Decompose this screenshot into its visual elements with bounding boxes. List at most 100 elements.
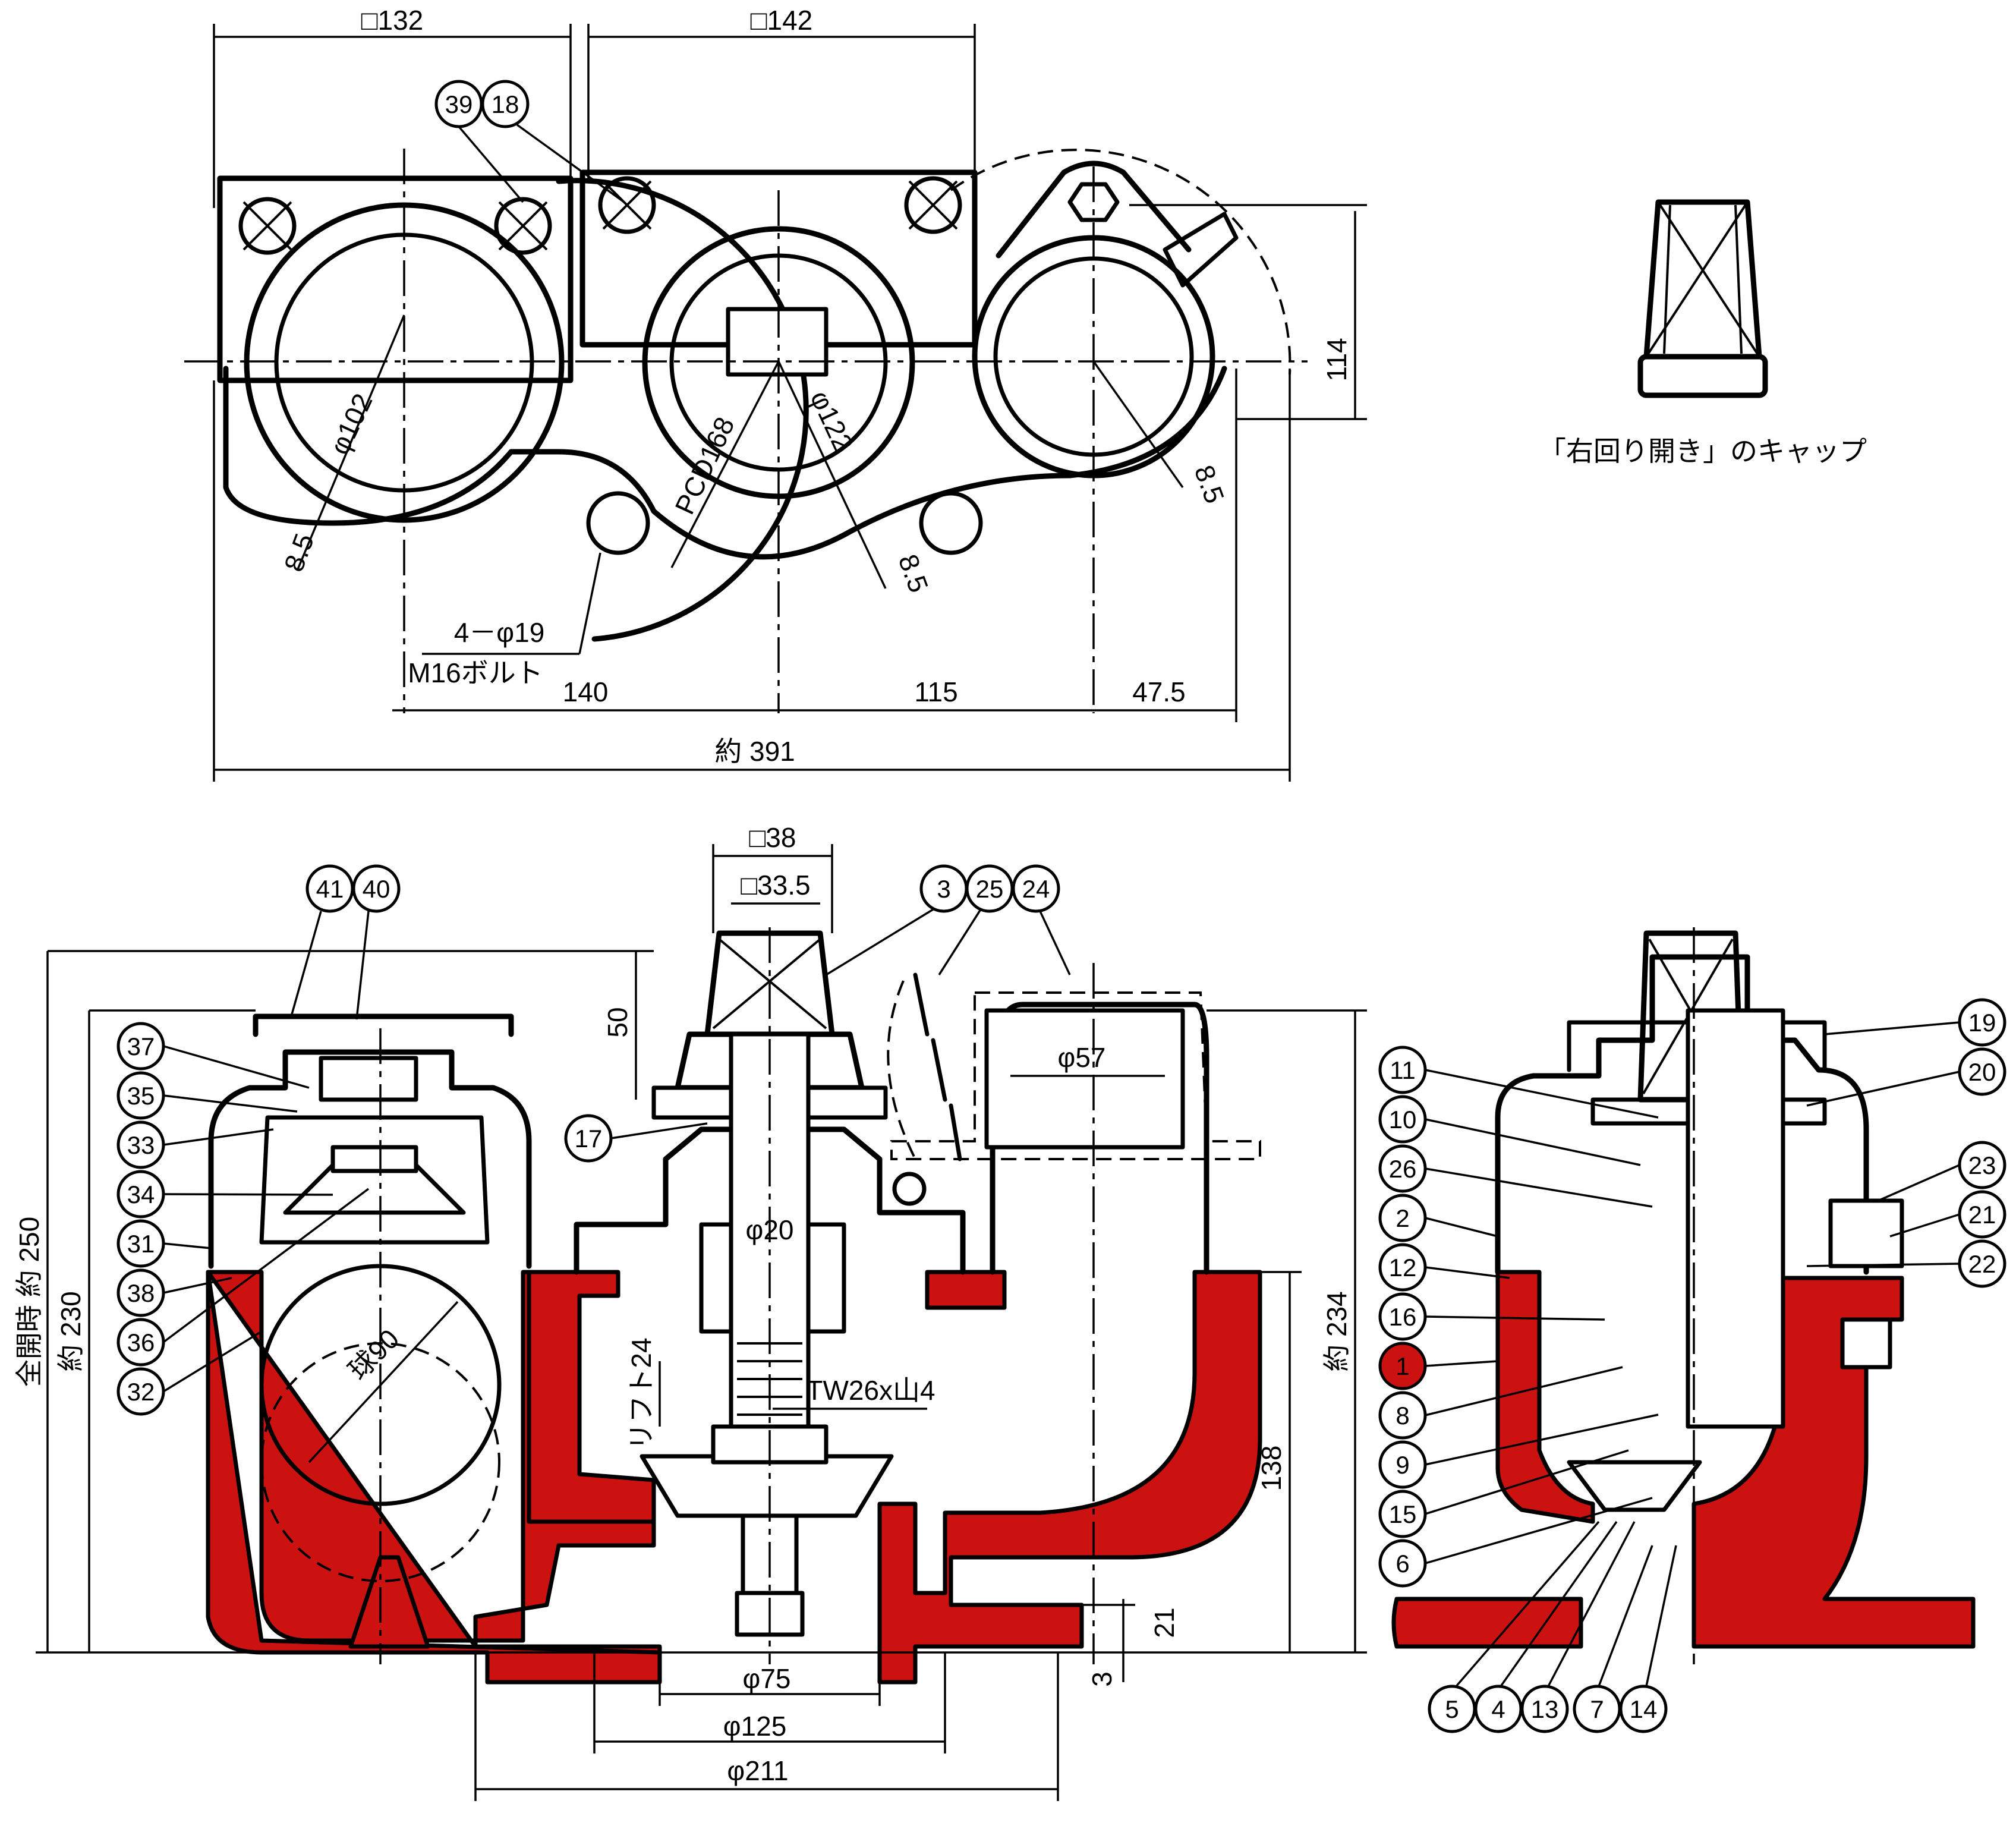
cover-boss (319, 1056, 418, 1102)
plan-view: □132 □142 114 φ102 φ122 PCD168 8.5 8.5 8… (184, 5, 1367, 782)
leader-39 (458, 125, 524, 203)
cap-caption: 「右回り開き」のキャップ (1539, 436, 1867, 467)
leader-ball90 (308, 1301, 459, 1463)
side-red-left-wall (1495, 1270, 1595, 1524)
cap-flange (1637, 354, 1768, 398)
side-nut (1828, 1198, 1904, 1268)
dim-d75: φ75 (743, 1663, 791, 1694)
balloon-10-label: 10 (1389, 1106, 1417, 1134)
side-red-left-foot (1391, 1597, 1583, 1649)
leader-d122 (777, 361, 887, 589)
right-lug (996, 160, 1192, 259)
balloon-14-label: 14 (1630, 1695, 1658, 1723)
balloon-25-label: 25 (976, 875, 1004, 903)
side-left-leaders (1425, 1069, 1659, 1564)
side-nut-2 (1840, 1317, 1892, 1370)
balloon-32-label: 32 (127, 1378, 155, 1406)
flange-outline (556, 178, 809, 642)
side-disc (1567, 1460, 1702, 1512)
cap-inset: 「右回り開き」のキャップ (1539, 199, 1867, 467)
balloon-14 (1619, 1685, 1668, 1733)
leader-pcd168 (670, 361, 780, 568)
dim-d211: φ211 (727, 1755, 788, 1786)
balloon-2-label: 2 (1396, 1204, 1409, 1232)
chain-hook (1163, 212, 1239, 288)
balloon-7-label: 7 (1590, 1695, 1604, 1723)
dim-d122: φ122 (804, 386, 859, 457)
leader-41 (290, 911, 322, 1017)
balloon-17-label: 17 (575, 1125, 603, 1153)
balloon-4-label: 4 (1491, 1695, 1505, 1723)
hole-1 (586, 491, 650, 555)
dim-114: 114 (1321, 338, 1352, 381)
chain-phantom (887, 980, 916, 1160)
balloon-36-label: 36 (127, 1328, 155, 1356)
balloon-18-label: 18 (492, 90, 519, 118)
dim-lift: リフト24 (626, 1337, 657, 1450)
body-red-flange (925, 1270, 1007, 1310)
balloon-31-label: 31 (127, 1230, 155, 1258)
balloon-38-label: 38 (127, 1279, 155, 1307)
dim-475: 47.5 (1132, 676, 1186, 707)
balloon-8-label: 8 (1396, 1402, 1409, 1430)
note-holes: 4－φ19 (454, 617, 545, 648)
cap-cross (712, 938, 821, 1030)
bolt-3 (598, 176, 656, 234)
balloon-35-label: 35 (127, 1082, 155, 1110)
note-leader (578, 552, 601, 654)
leader-17 (610, 1122, 708, 1139)
side-bottom-balloons: 5 4 13 7 14 (1428, 1520, 1677, 1733)
balloon-24-label: 24 (1022, 875, 1050, 903)
dim-sq132: □132 (361, 5, 424, 36)
balloon-40 (352, 864, 401, 913)
balloon-19-label: 19 (1968, 1009, 1996, 1037)
side-stem (1686, 1008, 1785, 1429)
dim-sq142: □142 (751, 5, 813, 36)
chain (913, 972, 962, 1161)
dim-d125: φ125 (723, 1711, 787, 1742)
open-arc (950, 149, 1292, 375)
balloon-26-label: 26 (1389, 1155, 1417, 1183)
side-right-leaders (1806, 1021, 1960, 1267)
cap-body (1643, 199, 1762, 360)
leaders-3-25-24 (826, 908, 1071, 976)
dim-115: 115 (914, 676, 957, 707)
dim-21: 21 (1149, 1607, 1180, 1638)
balloon-40-label: 40 (363, 875, 390, 903)
balloon-1-label: 1 (1396, 1352, 1409, 1380)
balloon-20-label: 20 (1968, 1058, 1996, 1086)
dim-ball90: 球90 (342, 1323, 405, 1386)
balloon-37-label: 37 (127, 1032, 155, 1060)
dim-234: 約 234 (1321, 1291, 1352, 1372)
air-valve-housing (208, 1049, 532, 1269)
lug-nut (1067, 182, 1120, 222)
balloon-6-label: 6 (1396, 1550, 1409, 1578)
outlet-cap-phantom (890, 991, 1261, 1160)
leader-40 (355, 911, 370, 1020)
outlet-cap (984, 1008, 1185, 1150)
side-housing (1495, 954, 1869, 1275)
balloon-33-label: 33 (127, 1131, 155, 1159)
leader-18 (516, 124, 625, 203)
balloon-11-label: 11 (1390, 1056, 1416, 1084)
balloon-3-label: 3 (937, 875, 950, 903)
dim-140: 140 (563, 676, 609, 707)
dim-250: 全開時 約 250 (14, 1217, 45, 1387)
balloon-9-label: 9 (1396, 1451, 1409, 1479)
left-plate (217, 175, 574, 383)
balloon-13-label: 13 (1531, 1695, 1559, 1723)
balloon-22-label: 22 (1968, 1250, 1996, 1278)
cap-cross (1657, 201, 1760, 358)
dim-85a: 8.5 (278, 530, 320, 576)
dim-50: 50 (602, 1007, 633, 1037)
dim-sq335: □33.5 (741, 870, 810, 901)
bolt-group (238, 176, 983, 555)
float-cap (330, 1145, 418, 1173)
left-leaders (162, 1045, 370, 1393)
dim-3: 3 (1086, 1671, 1117, 1687)
balloon-12-label: 12 (1389, 1254, 1417, 1282)
body-red-web (527, 1270, 656, 1524)
front-section: 球90 φ57 □38 □33.5 50 φ20 (14, 822, 1367, 1801)
cap-edge (1663, 204, 1671, 354)
balloon-24 (1012, 864, 1060, 913)
